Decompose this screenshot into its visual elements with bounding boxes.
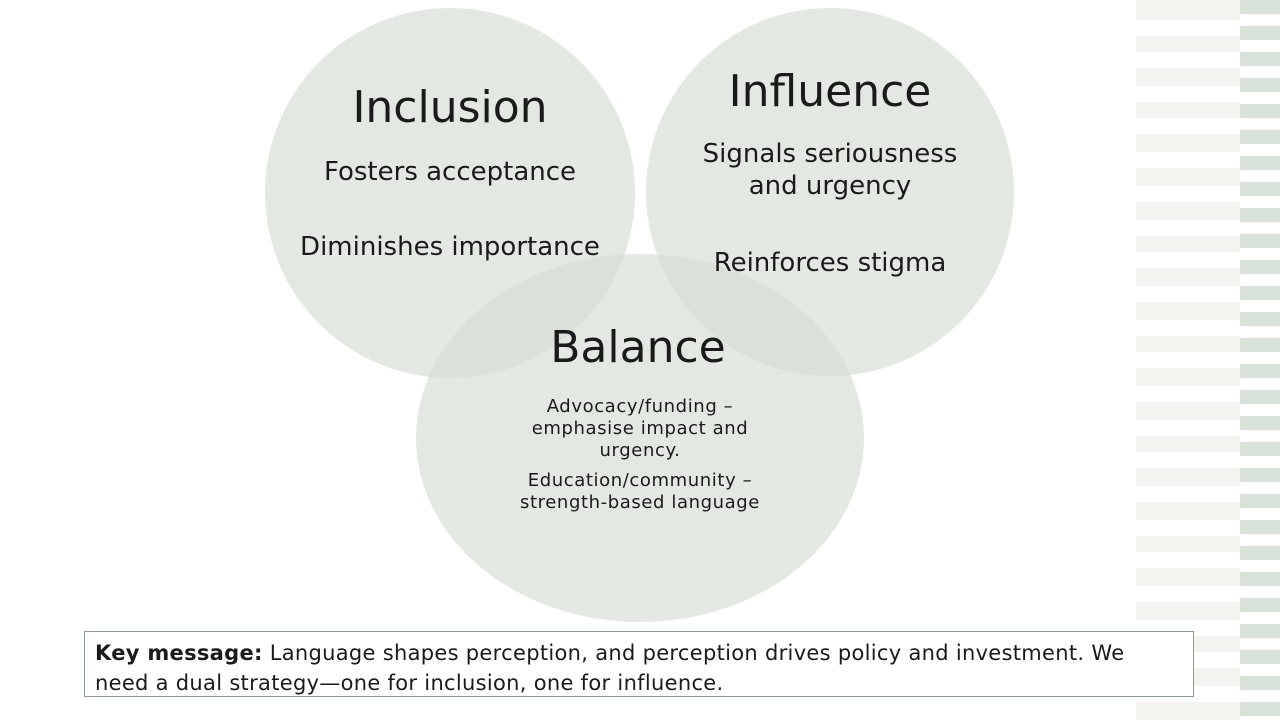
key-message-box: Key message: Language shapes perception,…	[84, 631, 1194, 697]
key-message-text: Language shapes perception, and percepti…	[95, 641, 1125, 695]
influence-title-text: Influence	[728, 66, 932, 117]
inclusion-point-2: Diminishes importance	[300, 231, 600, 263]
balance-circle	[416, 254, 864, 622]
balance-point-2: Education/community – strength-based lan…	[490, 470, 790, 514]
balance-title-text: Balance	[550, 322, 726, 373]
balance-point-1-text: Advocacy/funding – emphasise impact and …	[531, 396, 749, 461]
inclusion-point-1: Fosters acceptance	[300, 156, 600, 188]
inclusion-title-text: Inclusion	[352, 82, 548, 133]
inclusion-point-1-text: Fosters acceptance	[323, 157, 577, 187]
key-message-label: Key message:	[95, 641, 263, 665]
influence-point-1-text: Signals seriousness and urgency	[702, 139, 958, 201]
influence-point-2: Reinforces stigma	[680, 247, 980, 279]
influence-point-1: Signals seriousness and urgency	[680, 138, 980, 202]
balance-title: Balance	[488, 322, 788, 374]
inclusion-title: Inclusion	[300, 82, 600, 134]
influence-point-2-text: Reinforces stigma	[713, 248, 947, 278]
balance-point-1: Advocacy/funding – emphasise impact and …	[500, 396, 780, 462]
inclusion-point-2-text: Diminishes importance	[300, 232, 600, 262]
influence-title: Influence	[680, 66, 980, 118]
decorative-stripes	[1136, 0, 1280, 720]
balance-point-2-text: Education/community – strength-based lan…	[520, 470, 760, 513]
